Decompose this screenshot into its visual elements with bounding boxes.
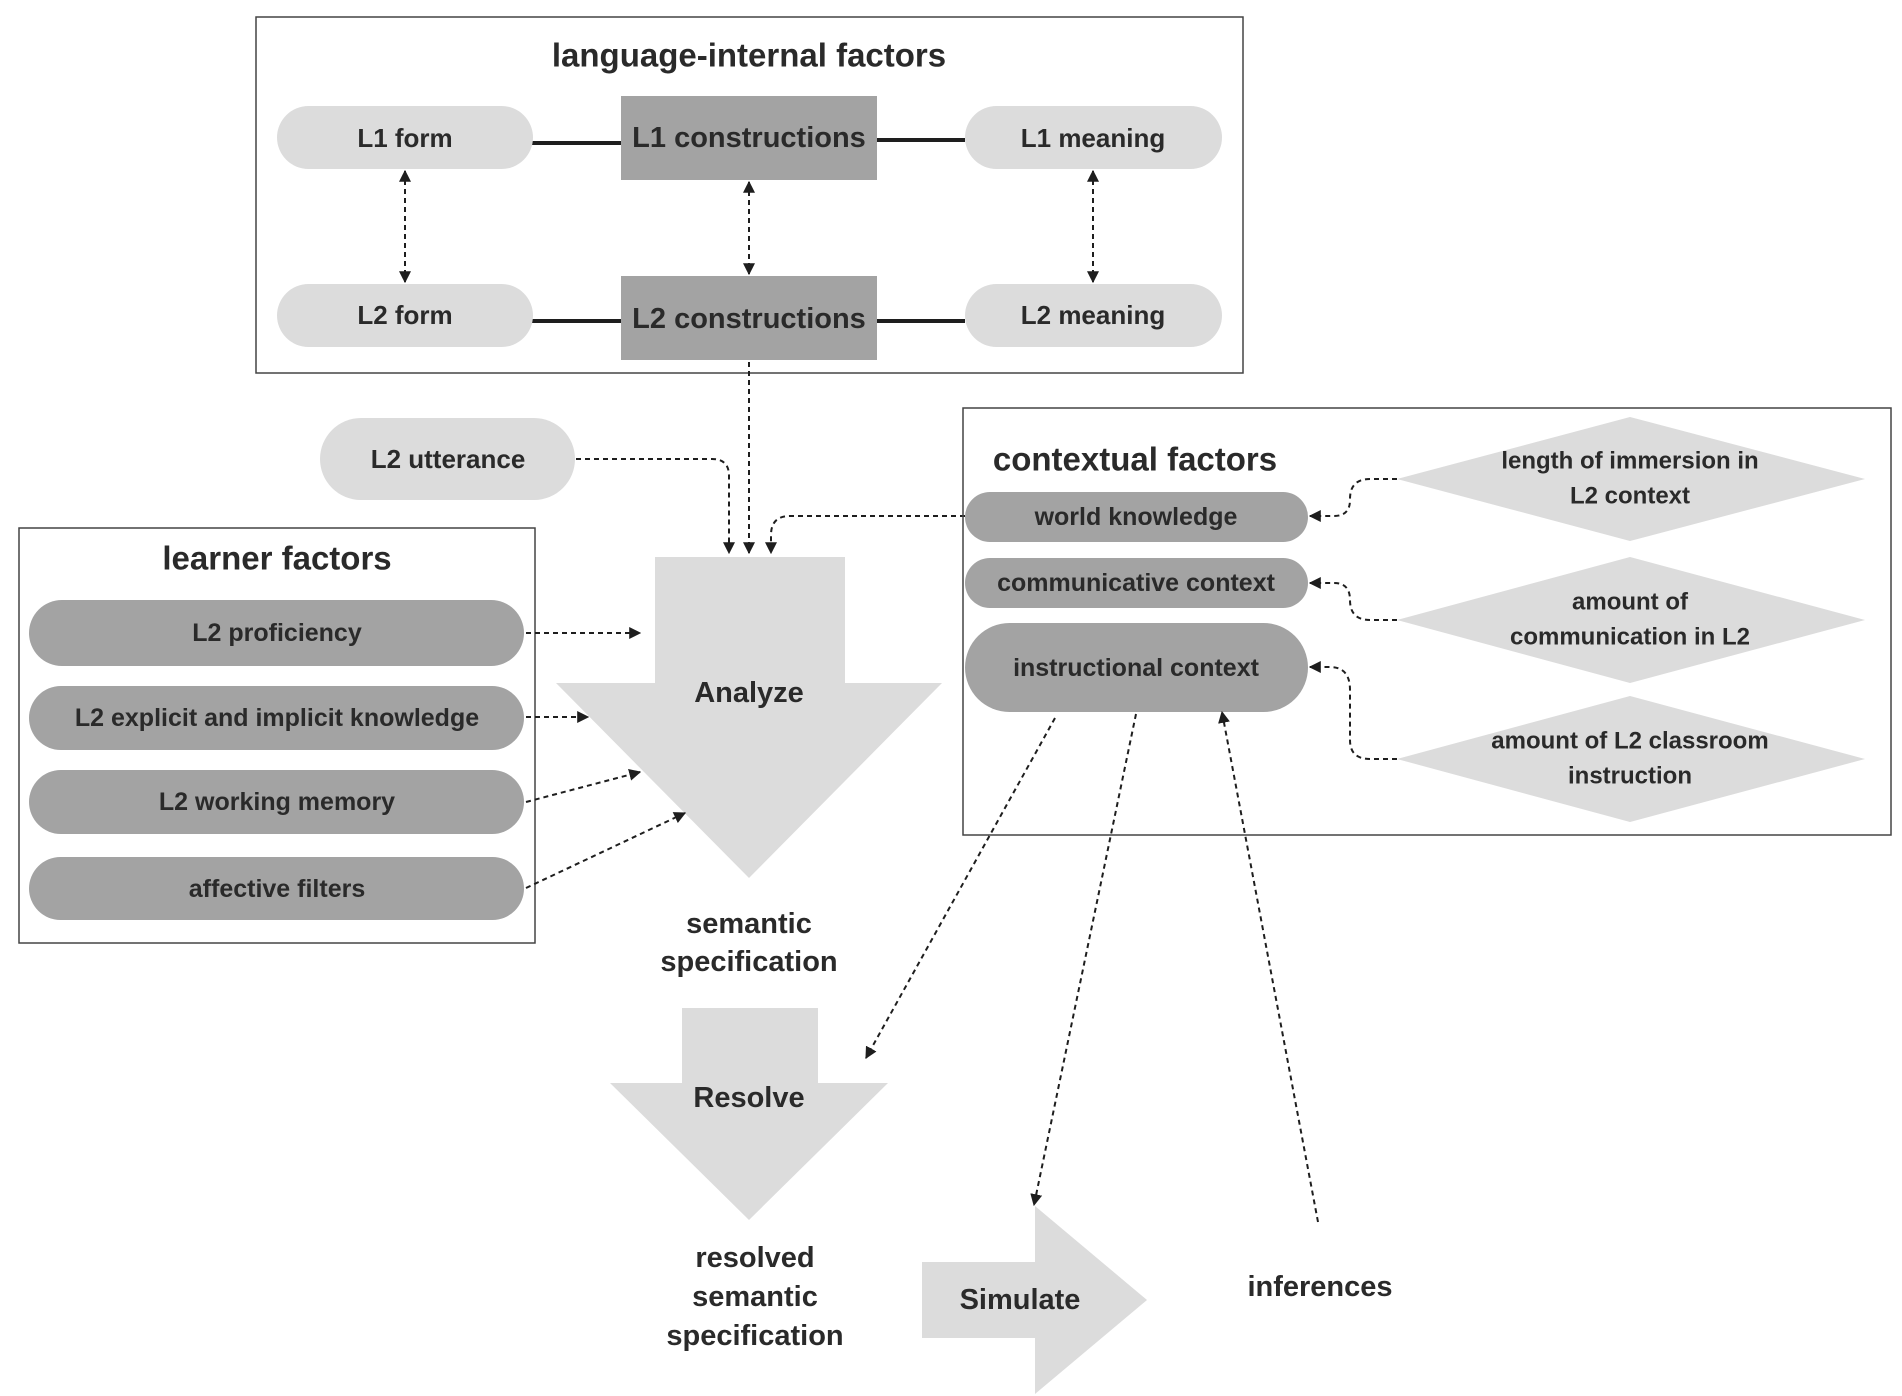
simulate-arrow bbox=[922, 1206, 1147, 1394]
l2-utterance-label: L2 utterance bbox=[371, 444, 526, 474]
learner-item-knowledge-label: L2 explicit and implicit knowledge bbox=[75, 704, 479, 732]
learner-item-working-memory-label: L2 working memory bbox=[159, 788, 395, 816]
learner-frame bbox=[18, 527, 536, 944]
context-item-instructional bbox=[965, 623, 1308, 712]
learner-item-working-memory bbox=[29, 770, 524, 834]
instructional-to-simulate-arrow bbox=[1030, 713, 1137, 1207]
learner-factors-group: learner factors L2 proficiency L2 explic… bbox=[18, 527, 536, 944]
l1-constructions-label: L1 constructions bbox=[632, 122, 866, 154]
learner-item-affective-label: affective filters bbox=[189, 875, 365, 903]
l1-meaning-label: L1 meaning bbox=[1021, 123, 1165, 153]
l1-constructions-node bbox=[621, 96, 877, 180]
inferences-to-instructional-arrow bbox=[1218, 710, 1319, 1223]
diamond-communication-line-1: amount of bbox=[1572, 589, 1689, 616]
diamond-communication bbox=[1397, 557, 1865, 683]
learner-item-knowledge bbox=[29, 686, 524, 750]
l1-form-label: L1 form bbox=[357, 123, 452, 153]
learner-item-proficiency-label: L2 proficiency bbox=[192, 619, 362, 647]
diamond-instruction-line-2: instruction bbox=[1568, 763, 1692, 790]
contextual-title: contextual factors bbox=[993, 441, 1277, 478]
context-item-communicative bbox=[965, 558, 1308, 608]
utterance-to-analyze-arrow bbox=[576, 458, 735, 555]
learner-title: learner factors bbox=[162, 540, 391, 577]
instructional-to-resolve-arrow bbox=[865, 717, 1056, 1060]
diamond-instruction bbox=[1397, 696, 1865, 822]
language-internal-title: language-internal factors bbox=[552, 37, 946, 74]
resolved-spec-line-2: semantic bbox=[692, 1281, 818, 1313]
analyze-label: Analyze bbox=[694, 677, 804, 709]
immersion-arrow bbox=[1308, 478, 1397, 522]
diamond-instruction-line-1: amount of L2 classroom bbox=[1491, 728, 1768, 755]
contextual-frame bbox=[962, 407, 1892, 836]
l2-utterance-node bbox=[320, 418, 575, 500]
learner-item-affective bbox=[29, 857, 524, 920]
diamond-communication-line-2: communication in L2 bbox=[1510, 624, 1750, 651]
affective-arrow bbox=[525, 812, 687, 889]
resolved-spec-line-3: specification bbox=[666, 1320, 843, 1352]
l2-form-node bbox=[277, 284, 533, 347]
l1-meaning-node bbox=[965, 106, 1222, 169]
communication-arrow bbox=[1308, 577, 1397, 621]
l2-constructions-node bbox=[621, 276, 877, 360]
contextual-factors-group: contextual factors world knowledge commu… bbox=[962, 407, 1892, 836]
context-item-world-knowledge bbox=[965, 492, 1308, 542]
simulate-label: Simulate bbox=[960, 1284, 1081, 1316]
analyze-arrow bbox=[556, 557, 942, 878]
diamond-immersion-line-1: length of immersion in bbox=[1501, 448, 1758, 475]
world-knowledge-to-analyze-arrow bbox=[765, 515, 965, 555]
semantic-spec-line-2: specification bbox=[660, 946, 837, 978]
learner-item-proficiency bbox=[29, 600, 524, 666]
diamond-immersion bbox=[1397, 417, 1865, 541]
resolved-spec-line-1: resolved bbox=[695, 1242, 814, 1274]
l2-constructions-label: L2 constructions bbox=[632, 303, 866, 335]
inferences-label: inferences bbox=[1247, 1271, 1392, 1303]
l2-meaning-node bbox=[965, 284, 1222, 347]
l2-meaning-label: L2 meaning bbox=[1021, 300, 1165, 330]
context-item-world-knowledge-label: world knowledge bbox=[1034, 503, 1238, 531]
semantic-spec-line-1: semantic bbox=[686, 908, 812, 940]
language-internal-factors-group: language-internal factors L1 form L1 con… bbox=[255, 16, 1244, 374]
diamond-immersion-line-2: L2 context bbox=[1570, 483, 1690, 510]
l2-form-label: L2 form bbox=[357, 300, 452, 330]
l1-form-node bbox=[277, 106, 533, 169]
context-item-communicative-label: communicative context bbox=[997, 569, 1276, 597]
instruction-arrow bbox=[1308, 661, 1397, 760]
resolve-label: Resolve bbox=[693, 1082, 804, 1114]
context-item-instructional-label: instructional context bbox=[1013, 654, 1260, 682]
working-memory-arrow bbox=[525, 768, 642, 803]
resolve-arrow bbox=[610, 1008, 888, 1220]
